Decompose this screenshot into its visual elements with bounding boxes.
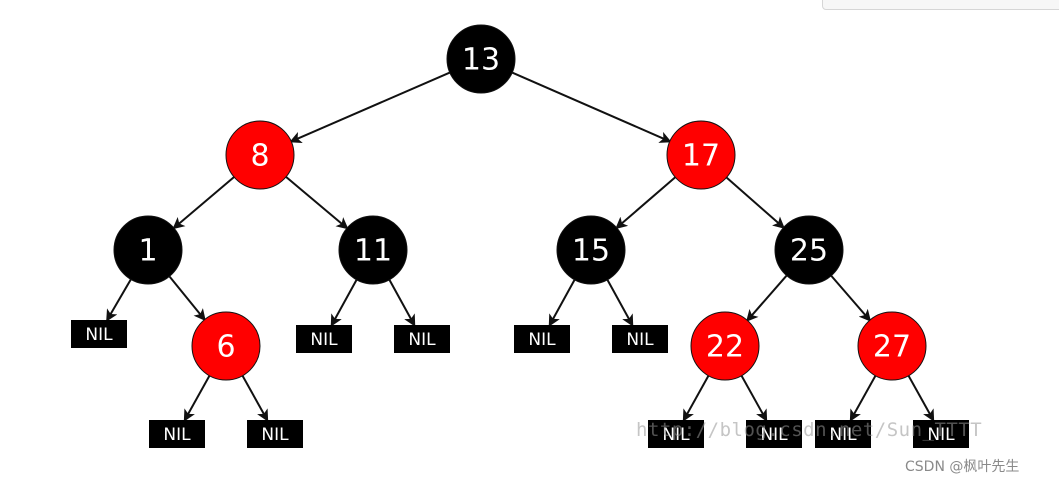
edge-n8-n1 (172, 176, 235, 230)
tree-node-25: 25 (774, 215, 844, 285)
edge-n8-n11 (285, 176, 349, 230)
nil-box (71, 320, 127, 348)
node-label: 8 (250, 139, 269, 174)
nil-label: NIL (261, 425, 289, 445)
edge-n13-n8 (289, 71, 451, 143)
nil-label: NIL (927, 425, 955, 445)
node-label: 15 (572, 234, 610, 269)
nil-box (394, 325, 450, 353)
edge-n22-nil-22-left (682, 375, 710, 422)
nil-leaf: NIL (247, 420, 303, 448)
node-label: 17 (682, 139, 720, 174)
nil-leaf: NIL (648, 420, 704, 448)
node-circle-red (666, 120, 736, 190)
nil-leaf: NIL (815, 420, 871, 448)
tree-node-13: 13 (446, 24, 516, 94)
edge-n25-n27 (830, 275, 872, 322)
node-circle-red (225, 120, 295, 190)
edge-n15-nil-15-left (548, 279, 576, 327)
node-label: 1 (138, 234, 157, 269)
edges-layer (106, 71, 935, 422)
nil-box (514, 325, 570, 353)
node-circle-black (113, 215, 183, 285)
nil-label: NIL (163, 425, 191, 445)
node-label: 22 (706, 330, 744, 365)
watermark-url: http://blog.csdn.net/Sun_TTTT (636, 419, 983, 441)
node-label: 11 (354, 234, 392, 269)
node-circle-red (857, 311, 927, 381)
tree-node-22: 22 (690, 311, 760, 381)
tree-node-27: 27 (857, 311, 927, 381)
nil-leaf: NIL (394, 325, 450, 353)
nil-box (247, 420, 303, 448)
tree-node-6: 6 (191, 311, 261, 381)
nil-leaf: NIL (746, 420, 802, 448)
nil-label: NIL (85, 325, 113, 345)
nil-box (815, 420, 871, 448)
node-label: 25 (790, 234, 828, 269)
edge-n6-nil-6-left (183, 375, 211, 422)
nil-label: NIL (626, 330, 654, 350)
nil-leaf: NIL (149, 420, 205, 448)
nil-label: NIL (528, 330, 556, 350)
nil-label: NIL (760, 425, 788, 445)
node-label: 27 (873, 330, 911, 365)
edge-n13-n17 (511, 71, 672, 143)
node-circle-black (338, 215, 408, 285)
nil-label: NIL (408, 330, 436, 350)
nil-leaf: NIL (71, 320, 127, 348)
node-circle-black (774, 215, 844, 285)
nil-box (648, 420, 704, 448)
nil-box (612, 325, 668, 353)
nil-box (149, 420, 205, 448)
nil-leaf: NIL (514, 325, 570, 353)
edge-n17-n25 (725, 176, 785, 229)
node-circle-black (446, 24, 516, 94)
nil-label: NIL (310, 330, 338, 350)
tree-node-15: 15 (556, 215, 626, 285)
nil-leaf: NIL (913, 420, 969, 448)
nil-box (296, 325, 352, 353)
edge-n6-nil-6-right (241, 375, 269, 422)
node-circle-black (556, 215, 626, 285)
nil-leaf: NIL (296, 325, 352, 353)
nil-box (746, 420, 802, 448)
edge-n25-n22 (746, 274, 788, 322)
edge-n27-nil-27-right (907, 375, 935, 422)
node-circle-red (690, 311, 760, 381)
edge-n27-nil-27-left (849, 375, 877, 422)
window-corner-panel (822, 0, 1059, 10)
tree-node-17: 17 (666, 120, 736, 190)
node-label: 6 (216, 330, 235, 365)
nil-leaves-layer: NIL NIL NIL NIL NIL NIL NIL NIL NIL NIL NIL (71, 320, 969, 448)
edge-n11-nil-11-right (388, 279, 416, 327)
nil-label: NIL (829, 425, 857, 445)
nil-box (913, 420, 969, 448)
edge-n1-nil-1-left (106, 278, 132, 322)
edge-n22-nil-22-right (740, 375, 768, 422)
tree-node-8: 8 (225, 120, 295, 190)
node-label: 13 (462, 43, 500, 78)
node-circle-red (191, 311, 261, 381)
edge-n11-nil-11-left (330, 279, 358, 327)
edge-n15-nil-15-right (606, 279, 634, 327)
nil-leaf: NIL (612, 325, 668, 353)
tree-node-1: 1 (113, 215, 183, 285)
edge-n1-n6 (168, 275, 206, 322)
nil-label: NIL (662, 425, 690, 445)
tree-node-11: 11 (338, 215, 408, 285)
edge-n17-n15 (615, 176, 676, 230)
watermark-credit: CSDN @枫叶先生 (905, 459, 1020, 475)
